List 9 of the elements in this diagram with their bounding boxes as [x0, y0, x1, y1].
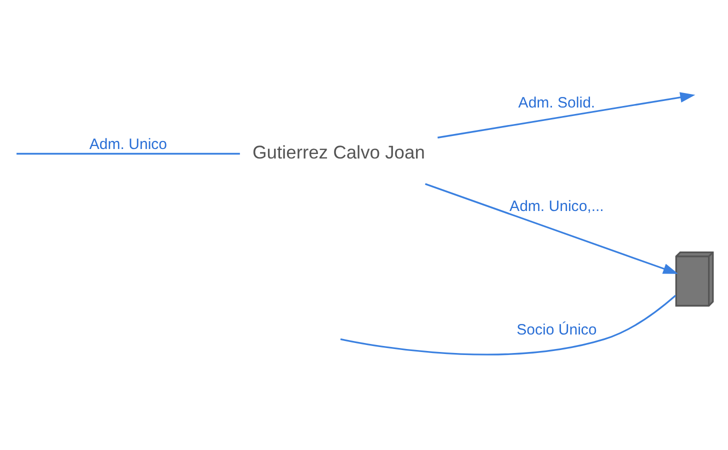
connector — [340, 294, 676, 356]
connector — [16, 152, 240, 155]
node-text: Gutierrez Calvo Joan — [252, 141, 425, 162]
edge-label: Adm. Solid. — [518, 94, 596, 112]
arrow — [424, 183, 678, 274]
edge-label: Adm. Unico — [89, 136, 168, 154]
edge-label: Socio Único — [516, 322, 597, 339]
edge-label: Adm. Unico,... — [510, 198, 604, 215]
arrow — [438, 92, 696, 138]
